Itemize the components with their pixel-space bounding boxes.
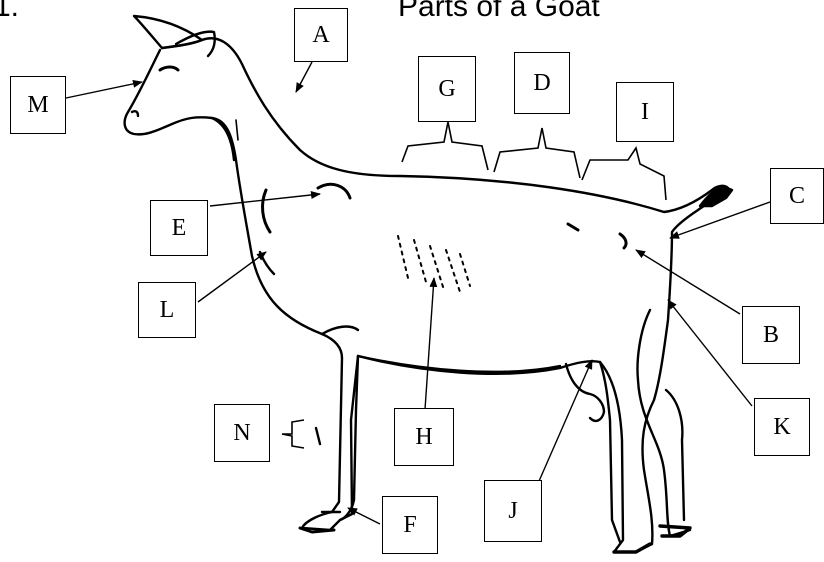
goat-knee-mark (316, 428, 320, 444)
label-box-K: K (754, 398, 810, 456)
label-box-F: F (382, 496, 438, 554)
label-box-M: M (10, 76, 66, 134)
bracket-G (402, 122, 488, 170)
goat-chest (263, 190, 270, 232)
leader-L (198, 252, 266, 302)
goat-hip-mark (620, 234, 626, 248)
leader-M (66, 82, 142, 98)
bracket-I (582, 148, 666, 200)
label-box-I: I (616, 82, 674, 142)
goat-udder (566, 364, 604, 421)
label-box-C: C (770, 168, 824, 224)
goat-flank-mark (568, 224, 578, 230)
label-box-A: A (294, 8, 348, 62)
label-box-L: L (138, 282, 196, 338)
question-number: 1. (0, 0, 19, 24)
label-box-G: G (418, 56, 476, 122)
diagram-title: Parts of a Goat (398, 0, 600, 24)
goat-rear-leg-inner (600, 362, 620, 542)
bracket-D (494, 128, 580, 178)
label-box-H: H (394, 408, 454, 466)
label-box-E: E (150, 200, 208, 256)
bracket-N (282, 420, 304, 448)
goat-brisket (322, 327, 358, 334)
leader-H (424, 278, 434, 424)
goat-shoulder-mark (318, 184, 350, 198)
leader-F (348, 508, 380, 524)
leader-J (536, 360, 592, 488)
goat-eye (160, 67, 178, 70)
leader-B (636, 250, 740, 314)
leader-K (668, 300, 752, 406)
goat-hoof-rear-back (660, 526, 690, 536)
goat-nostril (132, 111, 138, 116)
goat-neck-shade (236, 120, 238, 140)
label-box-B: B (742, 306, 800, 364)
label-box-D: D (514, 52, 570, 114)
goat-hock (666, 390, 684, 520)
label-box-N: N (214, 404, 270, 462)
label-box-J: J (484, 480, 542, 542)
leader-A (296, 62, 312, 92)
